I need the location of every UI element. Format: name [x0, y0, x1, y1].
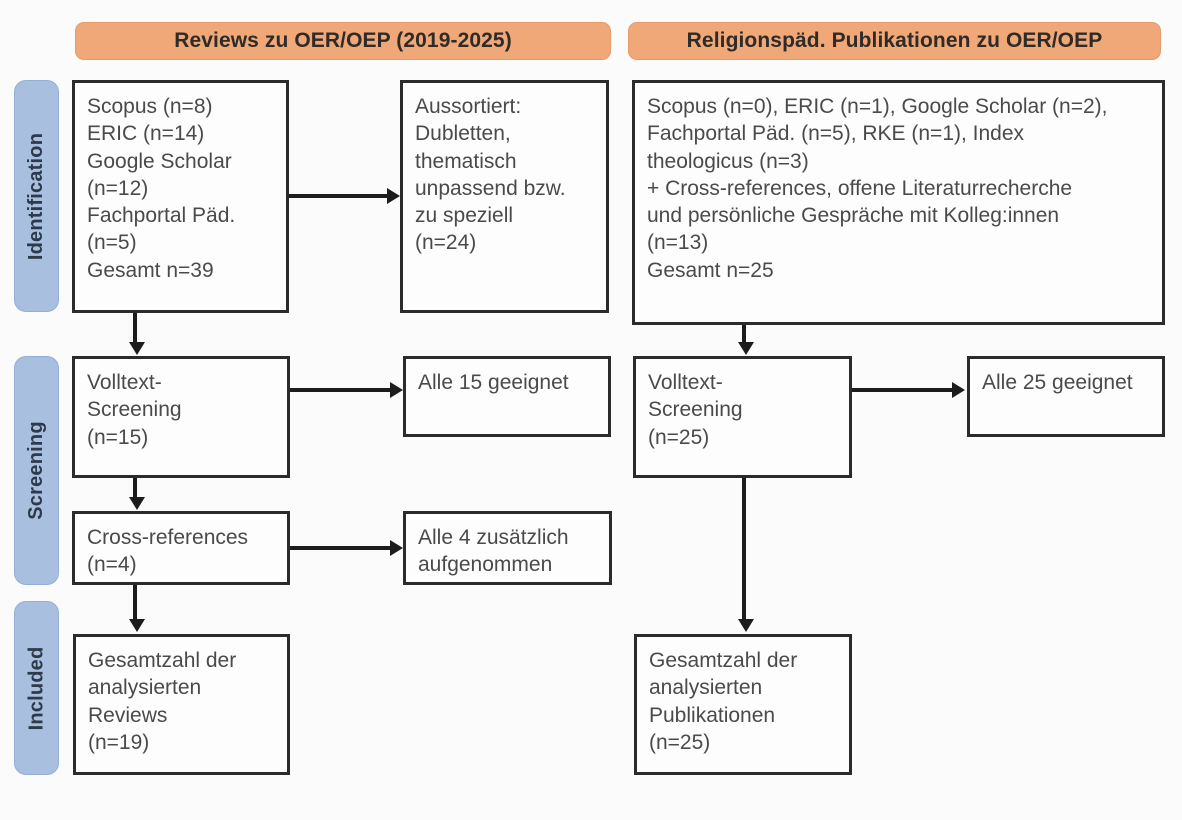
column-header-religionspaed-label: Religionspäd. Publikationen zu OER/OEP	[686, 29, 1103, 52]
connector-left-fulltext-to-result	[290, 388, 390, 392]
box-left-screening-fulltext: Volltext- Screening (n=15)	[72, 356, 290, 478]
arrowhead-right-fulltext-to-included	[738, 619, 754, 632]
connector-right-fulltext-to-included	[742, 478, 746, 621]
box-right-included-total: Gesamtzahl der analysierten Publikatione…	[634, 634, 852, 775]
connector-left-fulltext-to-crossrefs	[133, 478, 137, 500]
box-right-identification-sources: Scopus (n=0), ERIC (n=1), Google Scholar…	[632, 80, 1165, 325]
connector-right-sources-to-fulltext	[742, 325, 746, 344]
stage-label-included-text: Included	[25, 646, 48, 730]
arrowhead-right-sources-to-fulltext	[738, 342, 754, 355]
arrowhead-right-fulltext-to-result	[952, 382, 965, 398]
stage-label-screening-text: Screening	[25, 421, 47, 520]
arrowhead-left-crossrefs-to-included	[129, 619, 145, 632]
box-right-screening-fulltext-result: Alle 25 geeignet	[967, 356, 1165, 437]
box-right-screening-fulltext: Volltext- Screening (n=25)	[633, 356, 852, 478]
stage-label-screening: Screening	[14, 356, 59, 585]
stage-label-identification-text: Identification	[25, 132, 47, 260]
arrowhead-left-crossrefs-to-result	[390, 540, 403, 556]
box-left-included-total: Gesamtzahl der analysierten Reviews (n=1…	[73, 634, 290, 775]
box-left-identification-sources: Scopus (n=8) ERIC (n=14) Google Scholar …	[72, 80, 289, 313]
box-left-screening-crossrefs: Cross-references (n=4)	[72, 511, 290, 585]
box-left-screening-crossrefs-result: Alle 4 zusätzlich aufgenommen	[403, 511, 612, 585]
box-left-screening-fulltext-result: Alle 15 geeignet	[403, 356, 611, 437]
column-header-religionspaed: Religionspäd. Publikationen zu OER/OEP	[628, 22, 1161, 60]
arrowhead-left-sources-to-excluded	[387, 188, 400, 204]
stage-label-identification: Identification	[14, 80, 59, 312]
column-header-reviews-label: Reviews zu OER/OEP (2019-2025)	[174, 29, 512, 52]
connector-right-fulltext-to-result	[852, 388, 952, 392]
connector-left-sources-to-excluded	[289, 194, 387, 198]
box-left-identification-excluded: Aussortiert: Dubletten, thematisch unpas…	[400, 80, 609, 313]
stage-label-included: Included	[14, 601, 59, 775]
connector-left-crossrefs-to-included	[133, 585, 137, 621]
arrowhead-left-fulltext-to-crossrefs	[129, 497, 145, 510]
connector-left-crossrefs-to-result	[290, 546, 390, 550]
connector-left-sources-to-fulltext	[133, 313, 137, 344]
arrowhead-left-sources-to-fulltext	[129, 342, 145, 355]
arrowhead-left-fulltext-to-result	[390, 382, 403, 398]
column-header-reviews: Reviews zu OER/OEP (2019-2025)	[75, 22, 611, 60]
